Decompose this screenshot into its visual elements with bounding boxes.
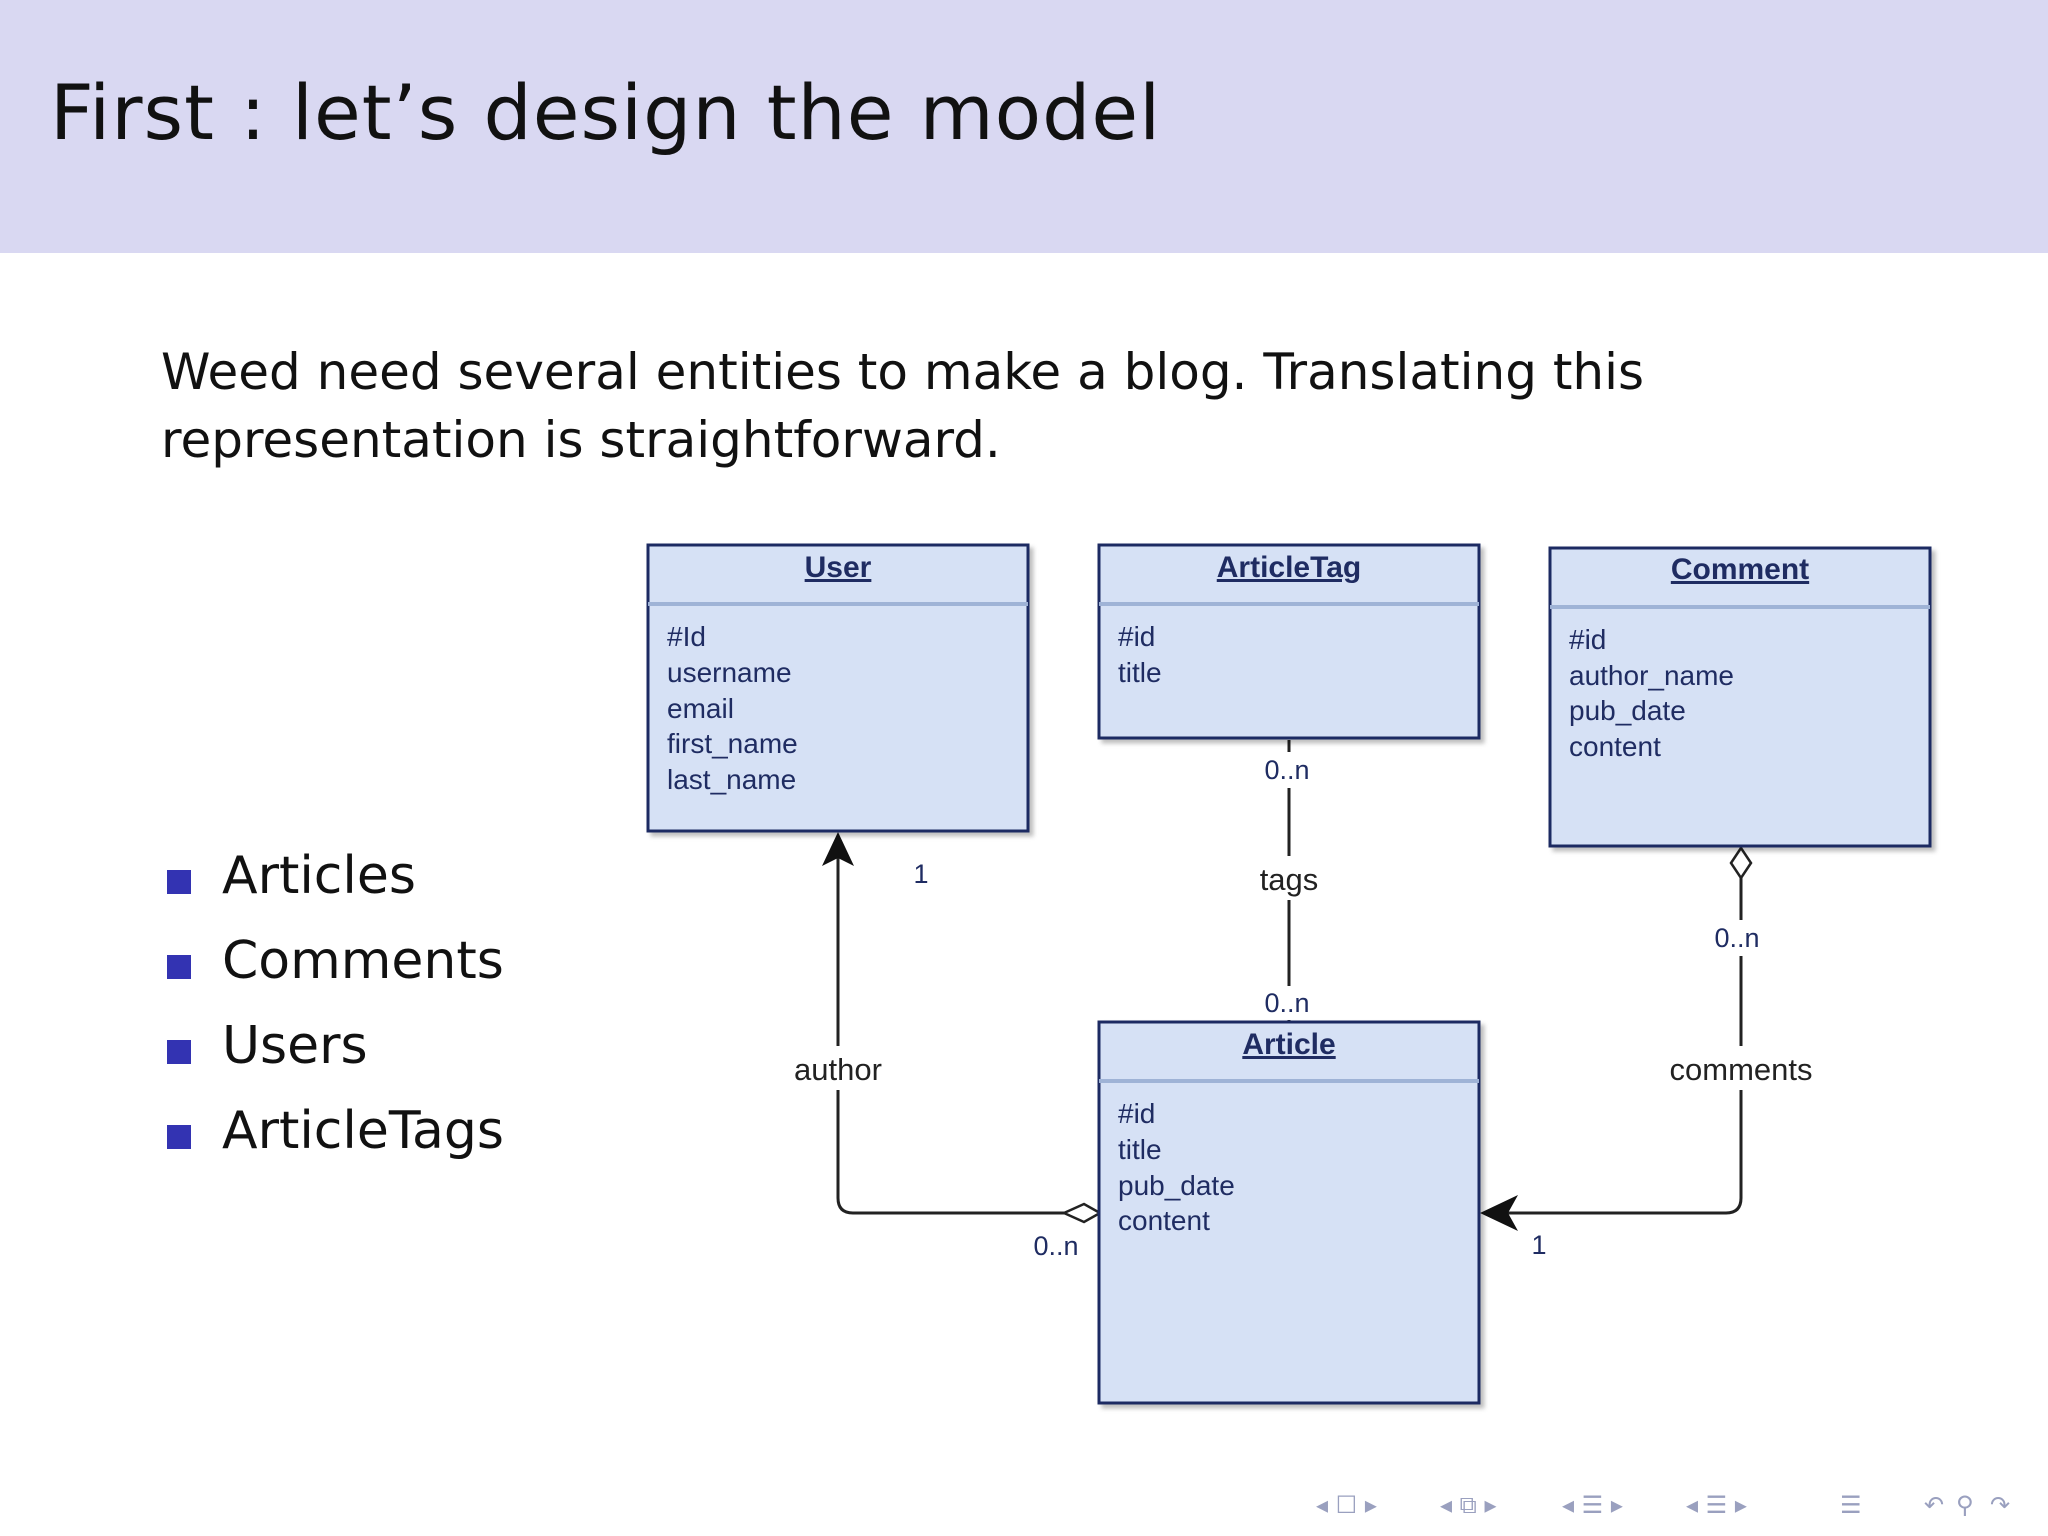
class-attribute: username — [667, 657, 792, 688]
class-attribute: #id — [1118, 1098, 1155, 1129]
author-mult-article: 0..n — [1033, 1231, 1078, 1261]
nav-toc-icon[interactable]: ☰ — [1840, 1491, 1862, 1519]
association-comments: comments 0..n 1 — [1480, 845, 1830, 1260]
class-attribute: content — [1569, 731, 1661, 762]
bullet-square-icon — [167, 955, 191, 979]
class-name: User — [805, 551, 872, 584]
comments-label: comments — [1670, 1052, 1813, 1087]
class-name: ArticleTag — [1217, 551, 1361, 584]
nav-back-icon[interactable]: ↶ — [1924, 1491, 1945, 1519]
author-line — [836, 840, 1068, 1215]
tags-mult-article-bg — [1256, 986, 1322, 1020]
intro-paragraph: Weed need several entities to make a blo… — [161, 338, 1661, 474]
author-label-bg — [776, 1046, 900, 1090]
entity-bullet-list: Articles Comments Users ArticleTags — [165, 840, 504, 1180]
bullet-square-icon — [167, 1125, 191, 1149]
intro-line-2: representation is straightforward. — [161, 411, 1001, 469]
nav-subsection-icon[interactable]: ◂ ☰ ▸ — [1686, 1491, 1747, 1519]
aggregation-diamond-icon — [1729, 845, 1753, 881]
comments-mult-article: 1 — [1531, 1230, 1546, 1260]
title-bar: First : let’s design the model — [0, 0, 2048, 253]
association-tags: tags 0..n 0..n — [1244, 740, 1334, 1022]
tags-mult-tag-bg — [1256, 752, 1322, 788]
bullet-item-comments: Comments — [165, 925, 504, 1010]
class-attribute: email — [667, 693, 734, 724]
tags-mult-article: 0..n — [1264, 988, 1309, 1018]
author-label: author — [794, 1052, 882, 1087]
class-box-frame — [1548, 546, 1932, 848]
aggregation-diamond-icon — [1060, 1202, 1103, 1224]
arrowhead-icon — [1480, 1195, 1518, 1231]
nav-first-icon[interactable]: ◂ ☐ ▸ — [1316, 1491, 1377, 1519]
class-box-comment: Comment #id author_name pub_date content — [1548, 546, 1932, 848]
comments-mult-comment: 0..n — [1714, 923, 1759, 953]
class-attribute: #Id — [667, 621, 706, 652]
nav-frame-icon[interactable]: ◂ ⧉ ▸ — [1440, 1491, 1497, 1519]
tags-label-bg — [1244, 856, 1334, 900]
class-attribute: last_name — [667, 764, 796, 795]
bullet-item-articletags: ArticleTags — [165, 1095, 504, 1180]
bullet-label: Users — [222, 1016, 368, 1076]
nav-search-icon[interactable]: ⚲ — [1956, 1491, 1974, 1519]
class-name: Article — [1242, 1028, 1335, 1061]
arrowhead-icon — [822, 832, 854, 866]
bullet-label: Articles — [222, 846, 416, 906]
class-attribute: content — [1118, 1205, 1210, 1236]
comments-line — [1484, 878, 1743, 1215]
bullet-square-icon — [167, 1040, 191, 1064]
class-name: Comment — [1671, 553, 1809, 586]
class-attribute: first_name — [667, 728, 798, 759]
beamer-navigation-bar: ◂ ☐ ▸ ◂ ⧉ ▸ ◂ ☰ ▸ ◂ ☰ ▸ ☰ ↶ ⚲ ↷ — [0, 1490, 2048, 1520]
comments-label-bg — [1652, 1046, 1830, 1090]
bullet-item-users: Users — [165, 1010, 504, 1095]
class-attribute: #id — [1569, 624, 1606, 655]
tags-label: tags — [1260, 862, 1319, 897]
class-attribute: title — [1118, 1134, 1162, 1165]
class-attribute: author_name — [1569, 660, 1734, 691]
bullet-square-icon — [167, 870, 191, 894]
class-attribute: pub_date — [1118, 1170, 1235, 1201]
tags-mult-tag: 0..n — [1264, 755, 1309, 785]
class-box-articletag: ArticleTag #id title — [1097, 543, 1481, 740]
comments-mult-comment-bg — [1706, 920, 1772, 956]
class-box-frame — [646, 543, 1030, 833]
class-box-frame — [1097, 1020, 1481, 1405]
class-box-user: User #Id username email first_name last_… — [646, 543, 1030, 833]
slide-title: First : let’s design the model — [50, 68, 1162, 157]
nav-forward-icon[interactable]: ↷ — [1990, 1491, 2011, 1519]
author-mult-user: 1 — [913, 859, 928, 889]
bullet-label: ArticleTags — [222, 1101, 504, 1161]
nav-section-icon[interactable]: ◂ ☰ ▸ — [1562, 1491, 1623, 1519]
association-author: author 1 0..n — [776, 832, 1103, 1261]
class-attribute: title — [1118, 657, 1162, 688]
class-attribute: #id — [1118, 621, 1155, 652]
bullet-label: Comments — [222, 931, 504, 991]
intro-line-1: Weed need several entities to make a blo… — [161, 343, 1645, 401]
bullet-item-articles: Articles — [165, 840, 504, 925]
class-box-frame — [1097, 543, 1481, 740]
class-box-article: Article #id title pub_date content — [1097, 1020, 1481, 1405]
class-attribute: pub_date — [1569, 695, 1686, 726]
